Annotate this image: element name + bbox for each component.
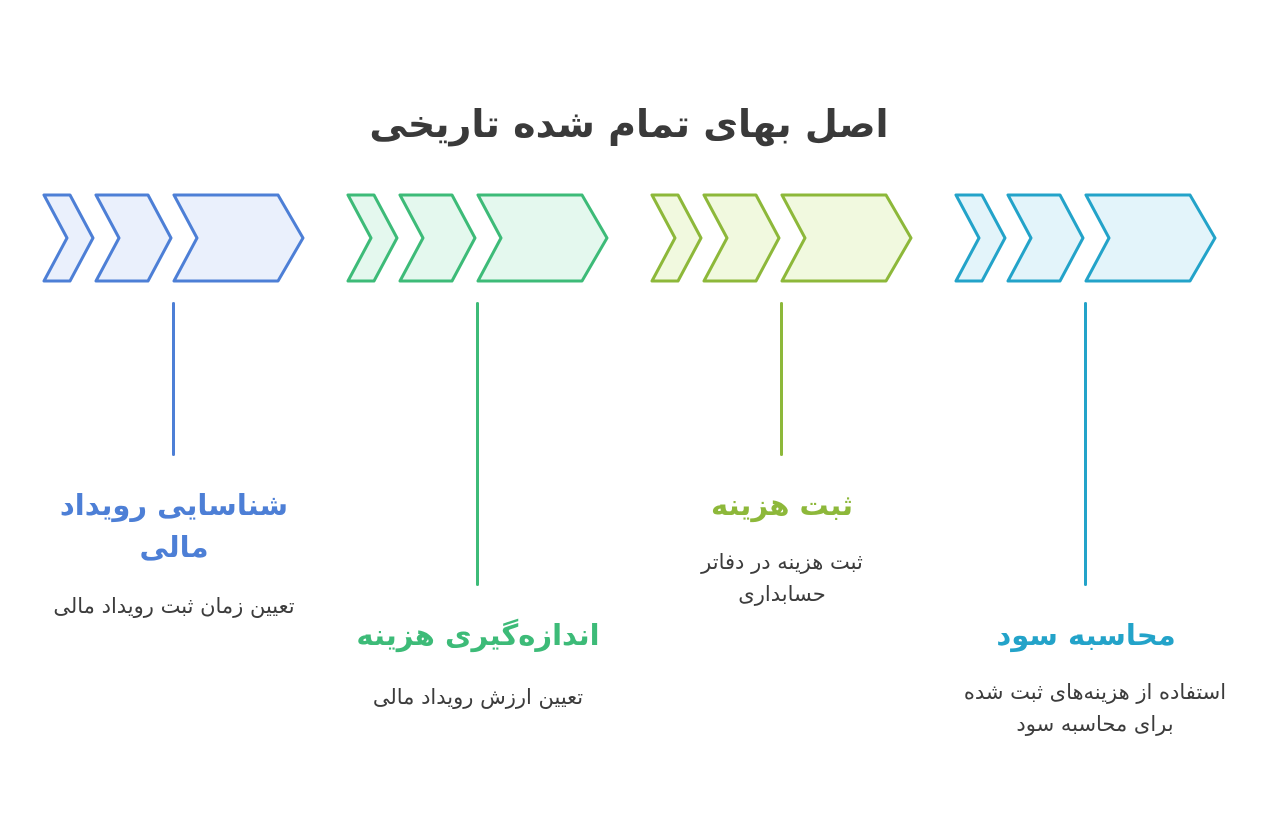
chevron-1c: [172, 193, 305, 283]
chevron-1b: [94, 193, 173, 283]
step-4-title: محاسبه سود: [996, 618, 1176, 652]
chevron-4c: [1084, 193, 1217, 283]
step-1-description: تعیین زمان ثبت رویداد مالی: [53, 594, 295, 618]
chevron-1a: [42, 193, 95, 283]
chevron-3b: [702, 193, 781, 283]
step-2-description: تعیین ارزش رویداد مالی: [372, 685, 584, 709]
chevron-4b: [1006, 193, 1085, 283]
connector-line-2: [476, 302, 479, 586]
step-1-title: شناسایی رویداد مالی: [59, 488, 289, 564]
diagram-title: اصل بهای تمام شده تاریخی: [369, 102, 889, 146]
step-2-title: اندازه‌گیری هزینه: [356, 618, 600, 652]
chevron-group-1: [42, 193, 305, 283]
chevron-group-3: [650, 193, 913, 283]
chevron-3a: [650, 193, 703, 283]
connector-line-3: [780, 302, 783, 456]
chevron-2a: [346, 193, 399, 283]
step-3-title: ثبت هزینه: [711, 488, 853, 522]
chevron-4a: [954, 193, 1007, 283]
step-4-description: استفاده از هزینه‌های ثبت شده برای محاسبه…: [963, 680, 1227, 736]
chevron-group-2: [346, 193, 609, 283]
chevron-3c: [780, 193, 913, 283]
chevron-group-4: [954, 193, 1217, 283]
chevron-2b: [398, 193, 477, 283]
connector-line-4: [1084, 302, 1087, 586]
chevron-2c: [476, 193, 609, 283]
step-3-description: ثبت هزینه در دفاتر حسابداری: [701, 550, 863, 606]
connector-line-1: [172, 302, 175, 456]
